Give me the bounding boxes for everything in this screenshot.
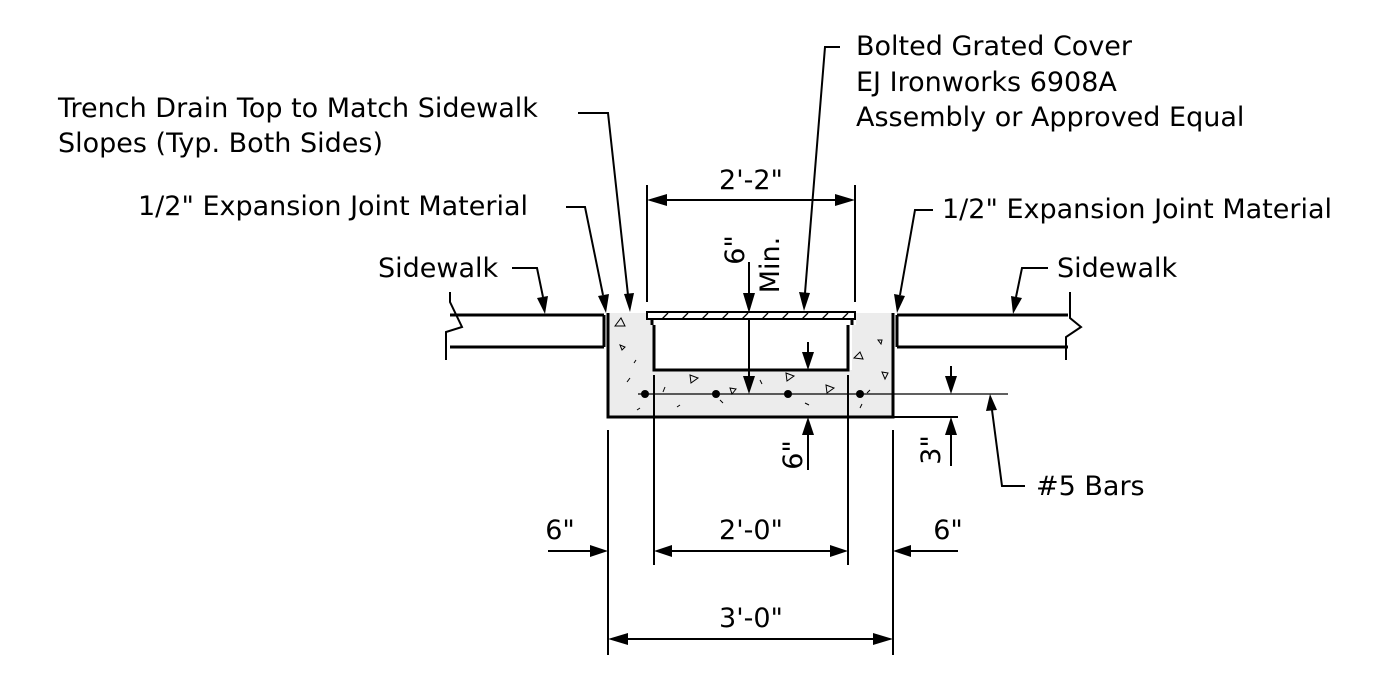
sidewalk-left-slab — [445, 292, 606, 360]
label-cover-line1: Bolted Grated Cover — [856, 31, 1133, 62]
label-sidewalk-right: Sidewalk — [1057, 253, 1178, 284]
rebar — [638, 390, 1008, 398]
leader-trench-top — [578, 112, 634, 312]
leader-expansion-left — [566, 206, 609, 313]
label-trench-top-line2: Slopes (Typ. Both Sides) — [58, 128, 383, 159]
dim-bottom-thickness — [802, 342, 814, 470]
dim-overall-width — [608, 633, 893, 645]
dim-grate-width — [646, 185, 856, 302]
dim-cover-depth — [743, 262, 755, 394]
dim-text-channel-width: 2'-0" — [719, 515, 783, 546]
dim-text-bottom-thickness: 6" — [778, 440, 809, 470]
dim-text-grate-width: 2'-2" — [719, 165, 783, 196]
leader-bars — [986, 394, 1025, 487]
dim-bar-cover — [893, 366, 958, 466]
leader-sidewalk-left — [512, 267, 548, 314]
label-cover-line2: EJ Ironworks 6908A — [856, 67, 1117, 98]
label-trench-top-line1: Trench Drain Top to Match Sidewalk — [57, 93, 538, 124]
label-expansion-left: 1/2" Expansion Joint Material — [138, 191, 528, 222]
label-cover-line3: Assembly or Approved Equal — [856, 102, 1244, 133]
leader-sidewalk-right — [1011, 267, 1048, 314]
label-bars: #5 Bars — [1036, 471, 1145, 502]
grated-cover — [646, 311, 856, 325]
label-sidewalk-left: Sidewalk — [378, 253, 499, 284]
concrete-aggregate — [614, 317, 889, 411]
dim-text-cover-depth-a: 6" — [720, 235, 751, 265]
dim-text-cover-depth-b: Min. — [755, 237, 786, 294]
trench-body — [606, 313, 895, 419]
leader-cover — [799, 46, 840, 311]
dim-chain-widths — [548, 375, 958, 655]
dim-text-bar-cover: 3" — [916, 435, 947, 465]
dim-text-right-wall: 6" — [933, 515, 963, 546]
leader-expansion-right — [894, 209, 933, 313]
label-expansion-right: 1/2" Expansion Joint Material — [942, 194, 1332, 225]
dim-text-overall-width: 3'-0" — [719, 603, 783, 634]
dim-text-left-wall: 6" — [545, 515, 575, 546]
sidewalk-right-slab — [895, 292, 1083, 360]
